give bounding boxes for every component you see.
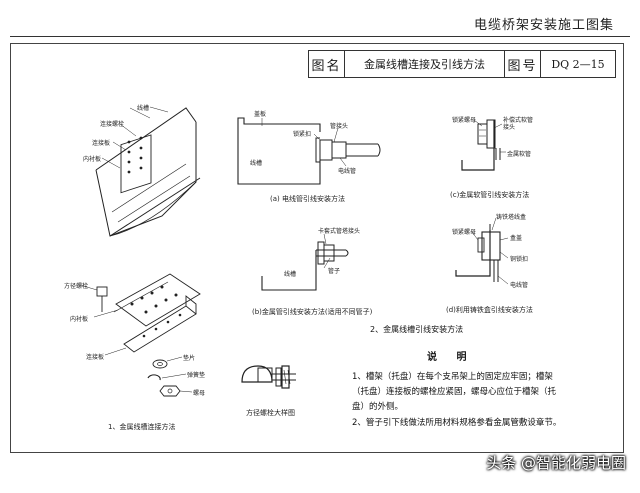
label-d-lock-buckle: 铜锁扣 bbox=[510, 256, 529, 263]
label-c-flex-connector: 补偿式软管接头 bbox=[503, 117, 534, 131]
title-block-number-label: 图号 bbox=[505, 51, 541, 77]
label-nut: 螺母 bbox=[193, 390, 206, 397]
label-d-box-cover: 盒盖 bbox=[510, 235, 523, 242]
label-a-lock-buckle: 锁紧扣 bbox=[293, 131, 312, 138]
figure-a-drawing bbox=[237, 117, 381, 185]
label-connect-plate: 连接板 bbox=[92, 140, 111, 147]
figure-c-drawing bbox=[461, 119, 506, 171]
label-b-trough: 线槽 bbox=[284, 271, 297, 278]
watermark-text: 头条 @智能化弱电圈 bbox=[486, 454, 626, 472]
label-c-lock-nut: 锁紧螺母 bbox=[452, 117, 477, 124]
figure-1-caption: 1、金属线槽连接方法 bbox=[108, 423, 176, 431]
label-washer: 垫片 bbox=[183, 355, 196, 362]
label-d-lock-nut: 锁紧螺母 bbox=[452, 229, 477, 236]
square-bolt-detail-drawing bbox=[241, 365, 296, 389]
figure-d-caption: (d)利用铸铁盒引线安装方法 bbox=[446, 306, 533, 314]
note-item-1: 1、槽架（托盘）在每个支吊架上的固定应牢固；槽架（托盘）连接板的螺栓应紧固，螺母… bbox=[352, 372, 557, 412]
label-inner-lining-2: 内衬板 bbox=[70, 316, 89, 323]
title-block: 图名 金属线槽连接及引线方法 图号 DQ 2—15 bbox=[308, 50, 616, 78]
figure-b-drawing bbox=[261, 233, 349, 291]
label-a-trough: 线槽 bbox=[250, 160, 263, 167]
drawing-frame bbox=[10, 43, 624, 453]
header-rule bbox=[10, 36, 630, 37]
label-b-pipe: 管子 bbox=[328, 268, 341, 275]
label-trough: 线槽 bbox=[137, 105, 150, 112]
notes-heading: 说 明 bbox=[427, 352, 475, 363]
figure-c-caption: (c)金属软管引线安装方法 bbox=[450, 191, 530, 199]
title-block-name-value: 金属线槽连接及引线方法 bbox=[345, 51, 505, 77]
figure-a-caption: (a) 电线管引线安装方法 bbox=[270, 195, 345, 203]
bolt-detail-caption: 方径螺栓大样图 bbox=[246, 409, 295, 417]
figure-d-drawing bbox=[455, 217, 509, 285]
trough-connection-drawing bbox=[95, 106, 201, 237]
label-inner-lining: 内衬板 bbox=[83, 156, 102, 163]
figure-2-caption: 2、金属线槽引线安装方法 bbox=[370, 325, 464, 334]
label-a-pipe-connector: 管接头 bbox=[330, 123, 349, 130]
label-connect-screw: 连接螺栓 bbox=[100, 121, 125, 128]
exploded-parts-drawing bbox=[79, 273, 201, 397]
label-d-iron-box: 铸铁塔线盒 bbox=[496, 214, 527, 221]
title-block-name-label: 图名 bbox=[309, 51, 345, 77]
label-connect-plate-2: 连接板 bbox=[86, 354, 105, 361]
note-item-2: 2、管子引下线做法所用材料规格参看金属管敷设章节。 bbox=[352, 418, 562, 428]
label-d-conduit: 电线管 bbox=[510, 282, 529, 289]
label-spring-washer: 弹簧垫 bbox=[187, 372, 206, 379]
label-a-conduit: 电线管 bbox=[338, 168, 357, 175]
title-block-number-value: DQ 2—15 bbox=[551, 57, 605, 71]
label-b-clamp-connector: 卡套式管塔接头 bbox=[318, 228, 361, 235]
document-header-title: 电缆桥架安装施工图集 bbox=[473, 18, 614, 33]
label-c-flex-pipe: 金属软管 bbox=[507, 151, 532, 158]
figure-b-caption: (b)金属管引线安装方法(适用不同管子) bbox=[252, 308, 373, 316]
label-square-bolt: 方径螺栓 bbox=[64, 283, 89, 290]
label-a-cover: 盖板 bbox=[254, 111, 267, 118]
